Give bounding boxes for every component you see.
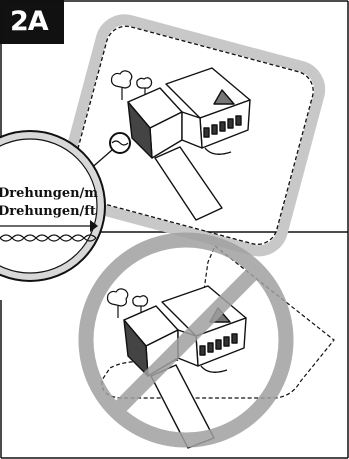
callout-text-imperial: Drehungen/ft — [0, 204, 96, 219]
callout-text-metric: Drehungen/m — [0, 186, 98, 201]
incorrect-layout — [86, 240, 334, 448]
house-illustration — [128, 68, 250, 220]
